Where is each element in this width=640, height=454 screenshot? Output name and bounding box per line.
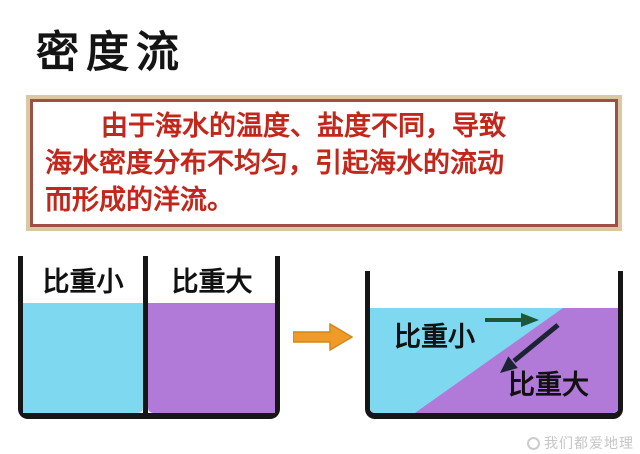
sinking-flow-down-left-arrow-icon	[500, 323, 560, 373]
watermark: 我们都爱地理	[527, 433, 634, 453]
label-heavy-liquid-after: 比重大	[508, 370, 589, 400]
definition-line-2: 海水密度分布不均匀，引起海水的流动	[45, 148, 504, 178]
definition-box: 由于海水的温度、盐度不同，导致 海水密度分布不均匀，引起海水的流动 而形成的洋流…	[30, 99, 618, 227]
tank-divider	[143, 256, 148, 413]
light-liquid-before	[23, 303, 143, 413]
definition-line-1: 由于海水的温度、盐度不同，导致	[101, 111, 506, 141]
tank-before-inner: 比重小 比重大	[23, 256, 275, 413]
transition-right-block-arrow-icon	[293, 323, 353, 351]
label-light-liquid-before: 比重小	[42, 267, 124, 297]
sinking-flow-arrow-shaft	[512, 323, 560, 363]
tank-after-inner: 比重小 比重大	[370, 271, 618, 413]
definition-line-3: 而形成的洋流。	[45, 185, 234, 215]
transition-arrow-shape	[293, 323, 353, 351]
page-title: 密度流	[36, 28, 186, 78]
sinking-flow-arrow-head	[500, 356, 518, 373]
watermark-logo-icon	[527, 436, 540, 450]
surface-flow-right-arrow-icon	[485, 313, 539, 327]
label-light-liquid-after: 比重小	[394, 322, 475, 352]
tank-after-diagram: 比重小 比重大	[365, 271, 623, 419]
watermark-text: 我们都爱地理	[544, 435, 634, 451]
tank-before-diagram: 比重小 比重大	[18, 256, 280, 419]
label-heavy-liquid-before: 比重大	[171, 267, 253, 297]
surface-flow-arrow-head	[521, 313, 539, 327]
heavy-liquid-before	[148, 303, 275, 413]
